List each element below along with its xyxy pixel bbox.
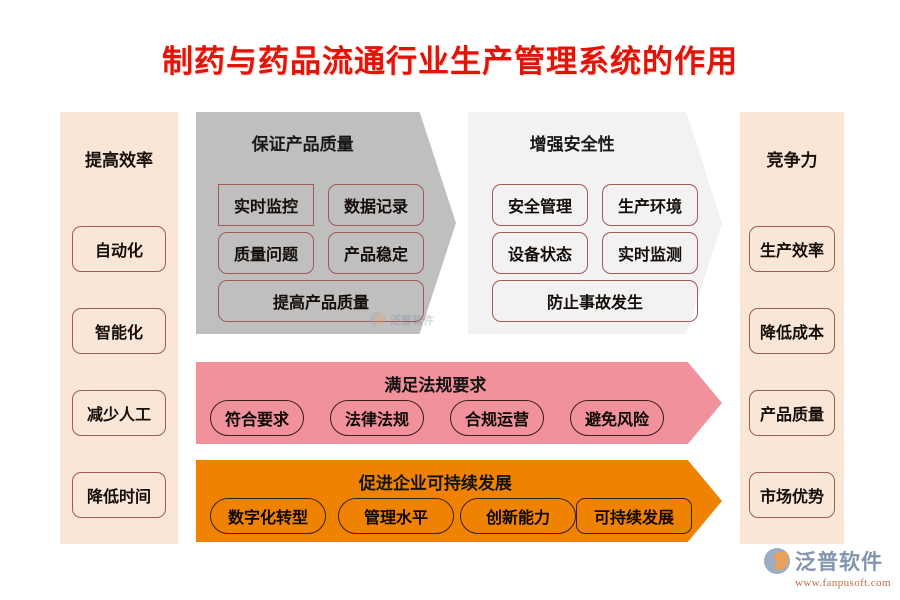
quality-chevron-shape xyxy=(196,112,456,334)
page-title: 制药与药品流通行业生产管理系统的作用 xyxy=(162,44,738,79)
right-column-panel: 竞争力 生产效率 降低成本 产品质量 市场优势 xyxy=(740,112,844,544)
quality-chevron-panel: 保证产品质量 实时监控 数据记录 质量问题 产品稳定 提高产品质量 xyxy=(196,112,456,334)
regulation-item-1[interactable]: 法律法规 xyxy=(330,400,424,436)
regulation-item-0[interactable]: 符合要求 xyxy=(210,400,304,436)
regulation-banner-heading: 满足法规要求 xyxy=(384,376,487,395)
safety-item-3[interactable]: 实时监测 xyxy=(602,232,698,274)
regulation-banner: 满足法规要求 符合要求 法律法规 合规运营 避免风险 xyxy=(196,362,722,444)
sustainability-banner-shape xyxy=(196,460,722,542)
left-column-item-0[interactable]: 自动化 xyxy=(72,226,166,272)
safety-item-2[interactable]: 设备状态 xyxy=(492,232,588,274)
safety-chevron-panel: 增强安全性 安全管理 生产环境 设备状态 实时监测 防止事故发生 xyxy=(468,112,722,334)
right-column-item-2[interactable]: 产品质量 xyxy=(749,390,835,436)
safety-item-0[interactable]: 安全管理 xyxy=(492,184,588,226)
left-column-item-3[interactable]: 降低时间 xyxy=(72,472,166,518)
regulation-item-2[interactable]: 合规运营 xyxy=(450,400,544,436)
sustainability-item-2[interactable]: 创新能力 xyxy=(460,498,576,534)
left-column-item-1[interactable]: 智能化 xyxy=(72,308,166,354)
safety-item-4[interactable]: 防止事故发生 xyxy=(492,280,698,322)
quality-item-4[interactable]: 提高产品质量 xyxy=(218,280,424,322)
left-column-panel: 提高效率 自动化 智能化 减少人工 降低时间 xyxy=(60,112,178,544)
quality-item-0[interactable]: 实时监控 xyxy=(218,184,314,226)
quality-item-3[interactable]: 产品稳定 xyxy=(328,232,424,274)
brand-logo: 泛普软件 www.fanpusoft.com xyxy=(764,546,891,589)
sustainability-item-1[interactable]: 管理水平 xyxy=(338,498,454,534)
brand-logo-row: 泛普软件 xyxy=(764,546,883,576)
brand-name: 泛普软件 xyxy=(795,551,883,574)
sustainability-banner: 促进企业可持续发展 数字化转型 管理水平 创新能力 可持续发展 xyxy=(196,460,722,542)
quality-item-1[interactable]: 数据记录 xyxy=(328,184,424,226)
safety-chevron-shape xyxy=(468,112,722,334)
brand-mark-icon xyxy=(764,548,790,574)
sustainability-item-3[interactable]: 可持续发展 xyxy=(576,498,692,534)
right-column-item-1[interactable]: 降低成本 xyxy=(749,308,835,354)
right-column-heading: 竞争力 xyxy=(766,151,818,170)
brand-url: www.fanpusoft.com xyxy=(795,577,891,589)
quality-panel-heading: 保证产品质量 xyxy=(251,135,354,154)
safety-panel-heading: 增强安全性 xyxy=(529,135,615,154)
left-column-item-2[interactable]: 减少人工 xyxy=(72,390,166,436)
right-column-item-0[interactable]: 生产效率 xyxy=(749,226,835,272)
quality-item-2[interactable]: 质量问题 xyxy=(218,232,314,274)
sustainability-banner-heading: 促进企业可持续发展 xyxy=(358,474,512,493)
right-column-item-3[interactable]: 市场优势 xyxy=(749,472,835,518)
sustainability-item-0[interactable]: 数字化转型 xyxy=(210,498,326,534)
left-column-heading: 提高效率 xyxy=(85,151,153,170)
regulation-item-3[interactable]: 避免风险 xyxy=(570,400,664,436)
safety-item-1[interactable]: 生产环境 xyxy=(602,184,698,226)
